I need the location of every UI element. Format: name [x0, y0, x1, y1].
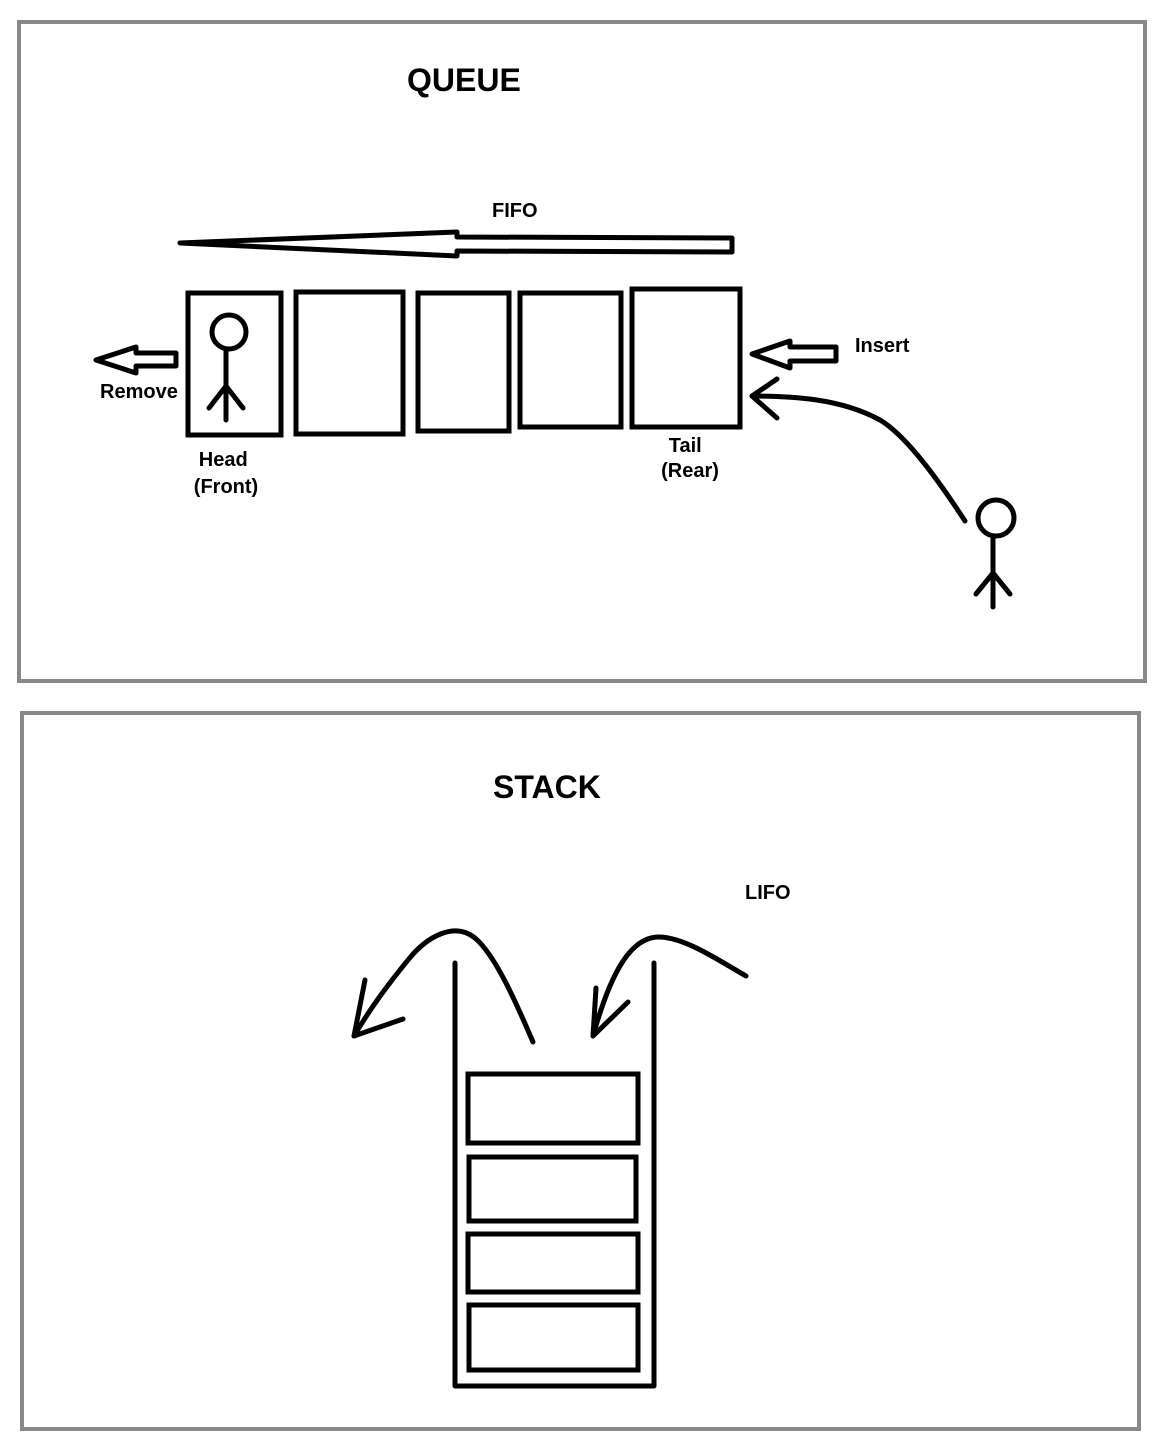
insert-arrow-icon [749, 338, 839, 371]
fifo-label: FIFO [492, 200, 538, 222]
pop-curve-arrow-icon [351, 928, 536, 1045]
stack-panel: STACK LIFO [20, 711, 1141, 1431]
queue-frame [17, 20, 1147, 683]
queue-slot [415, 290, 512, 434]
push-arrowhead-icon [590, 985, 631, 1039]
stack-item [466, 1302, 641, 1373]
queue-slot-head [185, 290, 284, 438]
stack-title: STACK [493, 769, 601, 805]
stack-item [466, 1154, 639, 1224]
arrival-curve-arrow-icon [749, 393, 968, 524]
arrival-arrowhead-icon [749, 376, 780, 421]
stack-frame [20, 711, 1141, 1431]
queue-slot [293, 289, 406, 437]
person-icon [973, 497, 1017, 610]
queue-slot [517, 290, 624, 430]
tail-label: Tail (Rear) [661, 435, 719, 482]
queue-panel: QUEUE FIFO Remove Insert Head (Front) Ta… [17, 20, 1147, 683]
pop-arrowhead-icon [351, 977, 406, 1039]
head-label: Head (Front) [194, 449, 258, 498]
stack-item [465, 1231, 641, 1295]
person-icon [206, 312, 249, 423]
fifo-arrow-icon [177, 229, 735, 259]
push-curve-arrow-icon [590, 934, 749, 1039]
stack-container [452, 960, 657, 1389]
insert-label: Insert [855, 335, 910, 357]
queue-slot-tail [629, 286, 743, 430]
remove-label: Remove [100, 381, 178, 403]
stack-item-top [465, 1071, 641, 1146]
queue-title: QUEUE [407, 62, 521, 98]
remove-arrow-icon [93, 344, 179, 376]
lifo-label: LIFO [745, 882, 791, 904]
